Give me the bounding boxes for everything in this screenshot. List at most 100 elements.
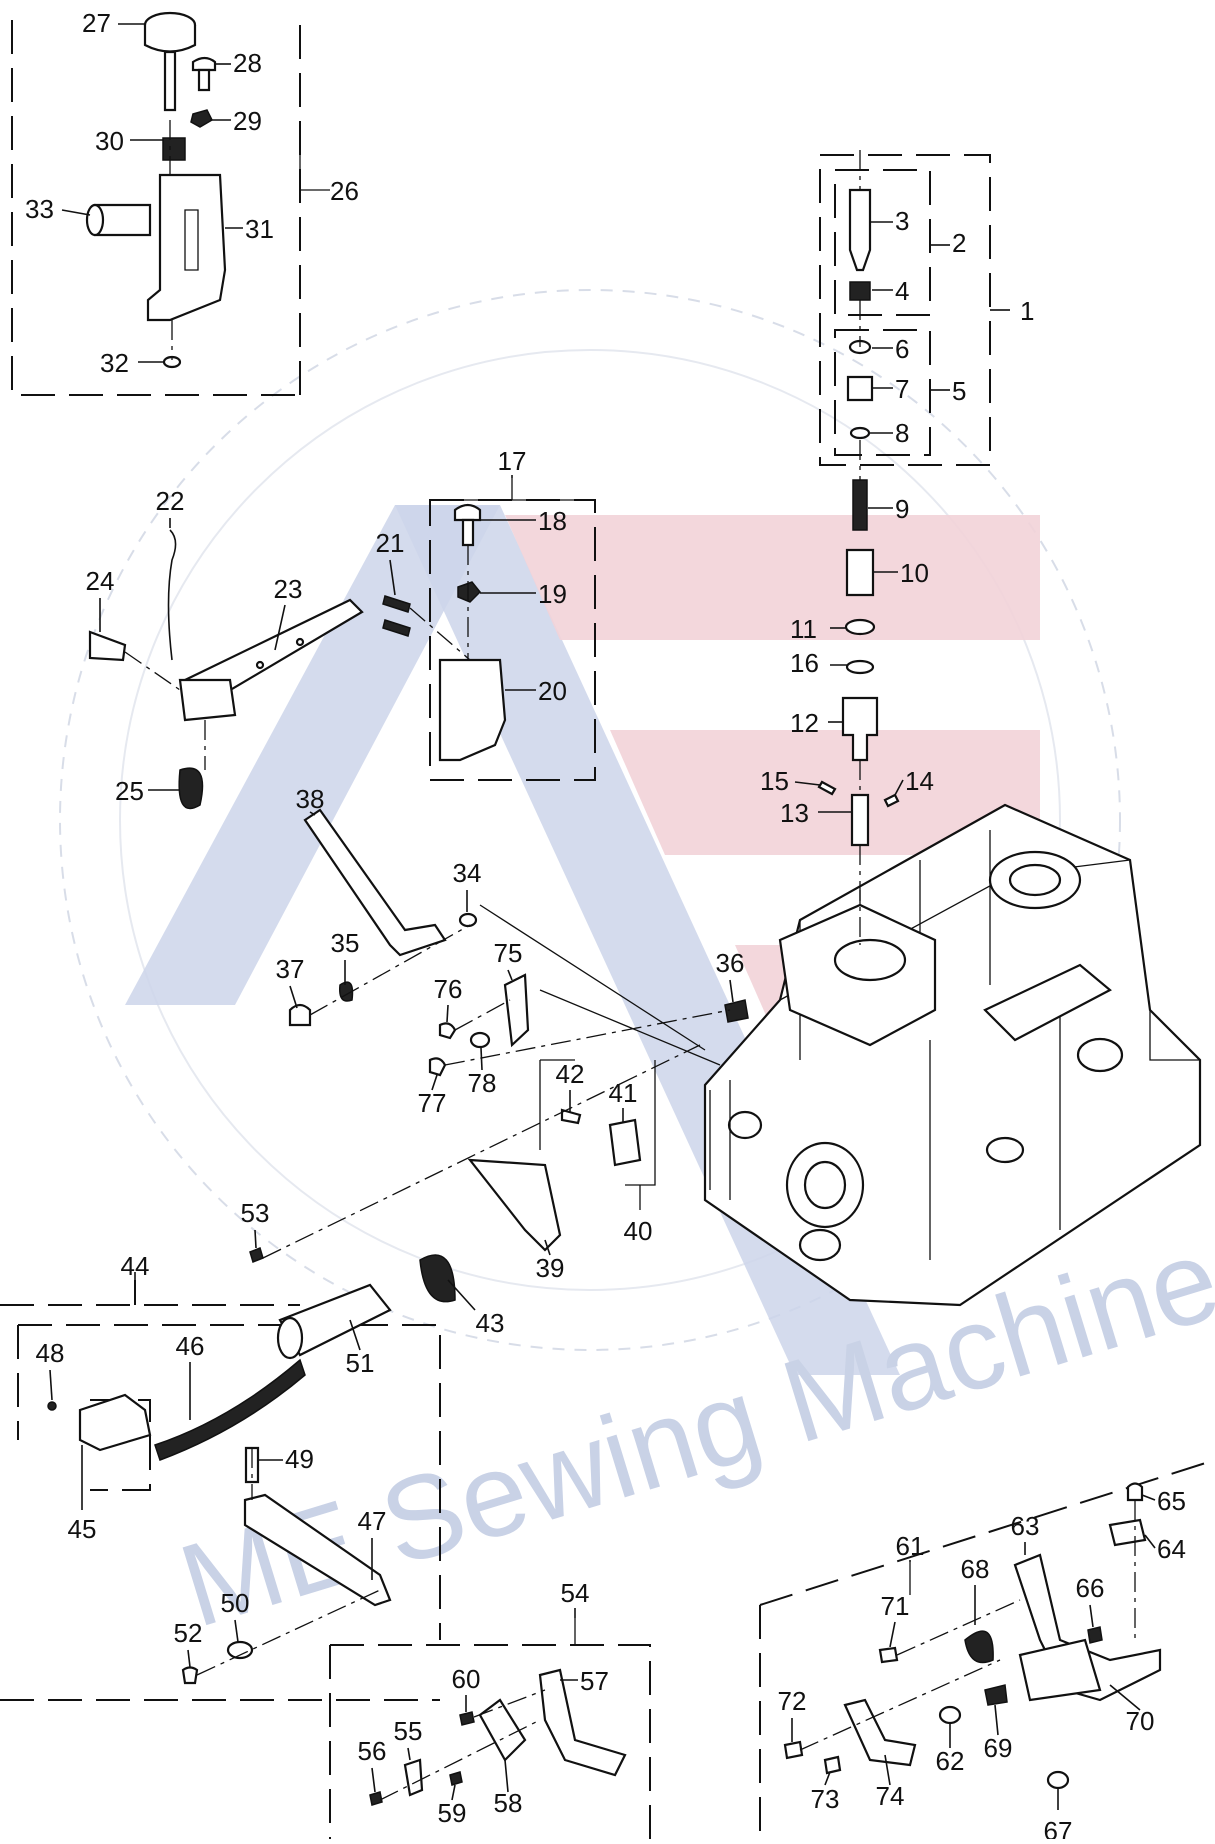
leader-line-52	[187, 1649, 191, 1668]
callout-17: 17	[498, 446, 527, 476]
group-54-parts	[369, 1668, 627, 1806]
casting-side-hole	[727, 1110, 763, 1140]
callout-77: 77	[418, 1088, 447, 1118]
callout-71: 71	[881, 1591, 910, 1621]
group-44-parts	[47, 1358, 392, 1685]
callout-11: 11	[790, 614, 817, 644]
frame-group-1	[819, 154, 991, 466]
part-74-lever	[843, 1698, 917, 1767]
part-76-screw	[438, 1022, 457, 1040]
callout-72: 72	[778, 1686, 807, 1716]
leader-line-58	[504, 1759, 509, 1793]
part-11-ring	[844, 618, 876, 636]
callout-33: 33	[25, 194, 54, 224]
callout-12: 12	[790, 708, 819, 738]
leader-line-55	[407, 1747, 411, 1761]
part-50-washer	[226, 1640, 254, 1660]
part-56-screw	[369, 1791, 383, 1806]
callout-52: 52	[174, 1618, 203, 1648]
leader-line-50	[234, 1619, 239, 1643]
callout-46: 46	[176, 1331, 205, 1361]
callout-60: 60	[452, 1664, 481, 1694]
part-70-sole	[1018, 1638, 1102, 1702]
part-78-washer	[469, 1031, 491, 1049]
part-58-lever	[478, 1698, 527, 1762]
part-24-pin	[88, 630, 127, 662]
callout-55: 55	[394, 1716, 423, 1746]
lift-shaft-parts	[249, 1044, 701, 1360]
part-18-head	[453, 503, 482, 522]
callout-2: 2	[952, 228, 966, 258]
part-19-nut	[457, 581, 482, 603]
leader-lines	[49, 23, 1156, 1810]
callout-42: 42	[556, 1059, 585, 1089]
callout-47: 47	[358, 1506, 387, 1536]
leader-line-43	[447, 1279, 476, 1311]
callout-35: 35	[331, 928, 360, 958]
leader-line-37	[289, 985, 298, 1009]
group-54-axis	[379, 1689, 546, 1801]
group-61-parts	[783, 1482, 1162, 1790]
leader-line-73	[824, 1771, 831, 1786]
callout-19: 19	[538, 579, 567, 609]
callout-51: 51	[346, 1348, 375, 1378]
callout-30: 30	[95, 126, 124, 156]
part-59-screw	[449, 1771, 463, 1786]
lift-shaft-axis	[262, 1044, 701, 1259]
part-28-head	[191, 56, 217, 72]
casting-front-bore-inner	[803, 1160, 847, 1210]
callout-57: 57	[580, 1666, 609, 1696]
callout-21: 21	[376, 528, 405, 558]
callout-6: 6	[895, 334, 909, 364]
leader-line-69	[994, 1704, 999, 1736]
group-44-axis	[196, 1448, 381, 1676]
leader-line-23	[274, 604, 286, 651]
callout-23: 23	[274, 574, 303, 604]
machine-body-casting	[703, 803, 1202, 1307]
leader-line-56	[371, 1767, 376, 1793]
leader-line-48	[49, 1369, 53, 1401]
leader-line-65	[1141, 1494, 1156, 1501]
watermark-ring	[59, 289, 1121, 1351]
leader-line-75	[507, 969, 513, 981]
callout-64: 64	[1157, 1534, 1186, 1564]
callout-44: 44	[121, 1251, 150, 1281]
callout-74: 74	[876, 1781, 905, 1811]
part-36-screw	[724, 999, 749, 1023]
part-37-screw	[288, 1003, 312, 1027]
callout-1: 1	[1020, 296, 1034, 326]
callout-31: 31	[245, 214, 274, 244]
frame-group-44	[17, 1324, 441, 1640]
part-65-screw	[1126, 1482, 1144, 1502]
part-27-shaft	[163, 50, 177, 112]
part-77-screw	[428, 1057, 447, 1077]
callout-26: 26	[330, 176, 359, 206]
casting-verticals	[709, 1000, 1061, 1260]
callout-70: 70	[1126, 1706, 1155, 1736]
callout-63: 63	[1011, 1511, 1040, 1541]
callout-38: 38	[296, 784, 325, 814]
part-18-shank	[461, 518, 475, 547]
group-1-parts	[817, 150, 900, 945]
callout-7: 7	[895, 374, 909, 404]
part-31-bracket	[146, 173, 227, 322]
frame-group-26-bracket	[299, 125, 330, 191]
callout-34: 34	[453, 858, 482, 888]
frame-group-5	[834, 329, 931, 456]
part-23-hole-1	[255, 660, 265, 670]
callout-14: 14	[905, 766, 934, 796]
callout-29: 29	[233, 106, 262, 136]
callout-18: 18	[538, 506, 567, 536]
part-48-screw	[47, 1401, 57, 1411]
watermark-text: ME Sewing Machines	[166, 1195, 1215, 1653]
callout-36: 36	[716, 948, 745, 978]
callout-45: 45	[68, 1514, 97, 1544]
leader-line-78	[480, 1047, 483, 1071]
callout-24: 24	[86, 566, 115, 596]
lever-rod	[479, 904, 721, 1066]
part-41-collar	[608, 1118, 642, 1167]
callout-39: 39	[536, 1253, 565, 1283]
part-45-bracket	[78, 1393, 152, 1452]
watermark-red-bar-2	[610, 730, 1040, 855]
